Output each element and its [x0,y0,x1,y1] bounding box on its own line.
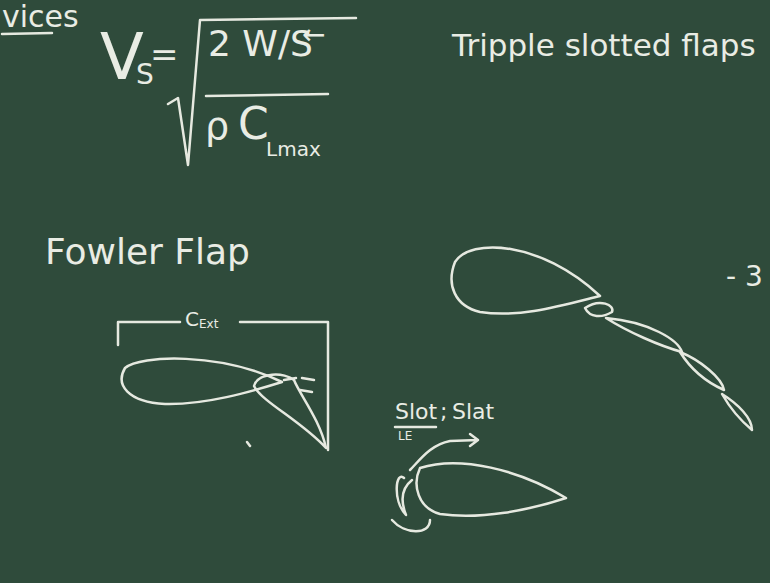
chalk-label: Tripple slotted flaps [452,28,756,62]
airflow-arrow [392,520,430,531]
leading-edge-slat [397,477,412,515]
flap-element [722,394,752,430]
chalk-label: Slot [395,400,437,424]
chalk-label: - 3 [726,262,763,293]
fraction-bar [206,94,328,96]
airfoil [452,247,600,313]
chalk-label: = [150,36,179,73]
airfoil [417,463,566,516]
chalk-label: Slat [452,400,494,424]
chalk-label: Lmax [266,138,321,160]
chalk-mark [247,442,250,446]
chalk-label: ρ [205,106,229,148]
flap-element [585,303,612,316]
underline [2,33,52,34]
chalk-label: 2 W/S [208,24,313,64]
chalk-label: Ext [199,318,218,331]
chalk-label: ; [440,400,447,424]
flap-element [680,352,724,390]
underline [395,426,436,429]
flap-element [606,318,682,352]
chalk-label: vices [2,0,79,33]
chalk-label: LE [398,430,412,443]
chalk-label: C [238,100,269,148]
radical-sign [168,18,356,165]
chalk-label: ← [302,20,325,51]
chalk-label: Fowler Flap [45,232,250,272]
fowler-flap [254,375,326,448]
chalk-label: C [185,308,199,330]
dimension-box [118,322,328,450]
